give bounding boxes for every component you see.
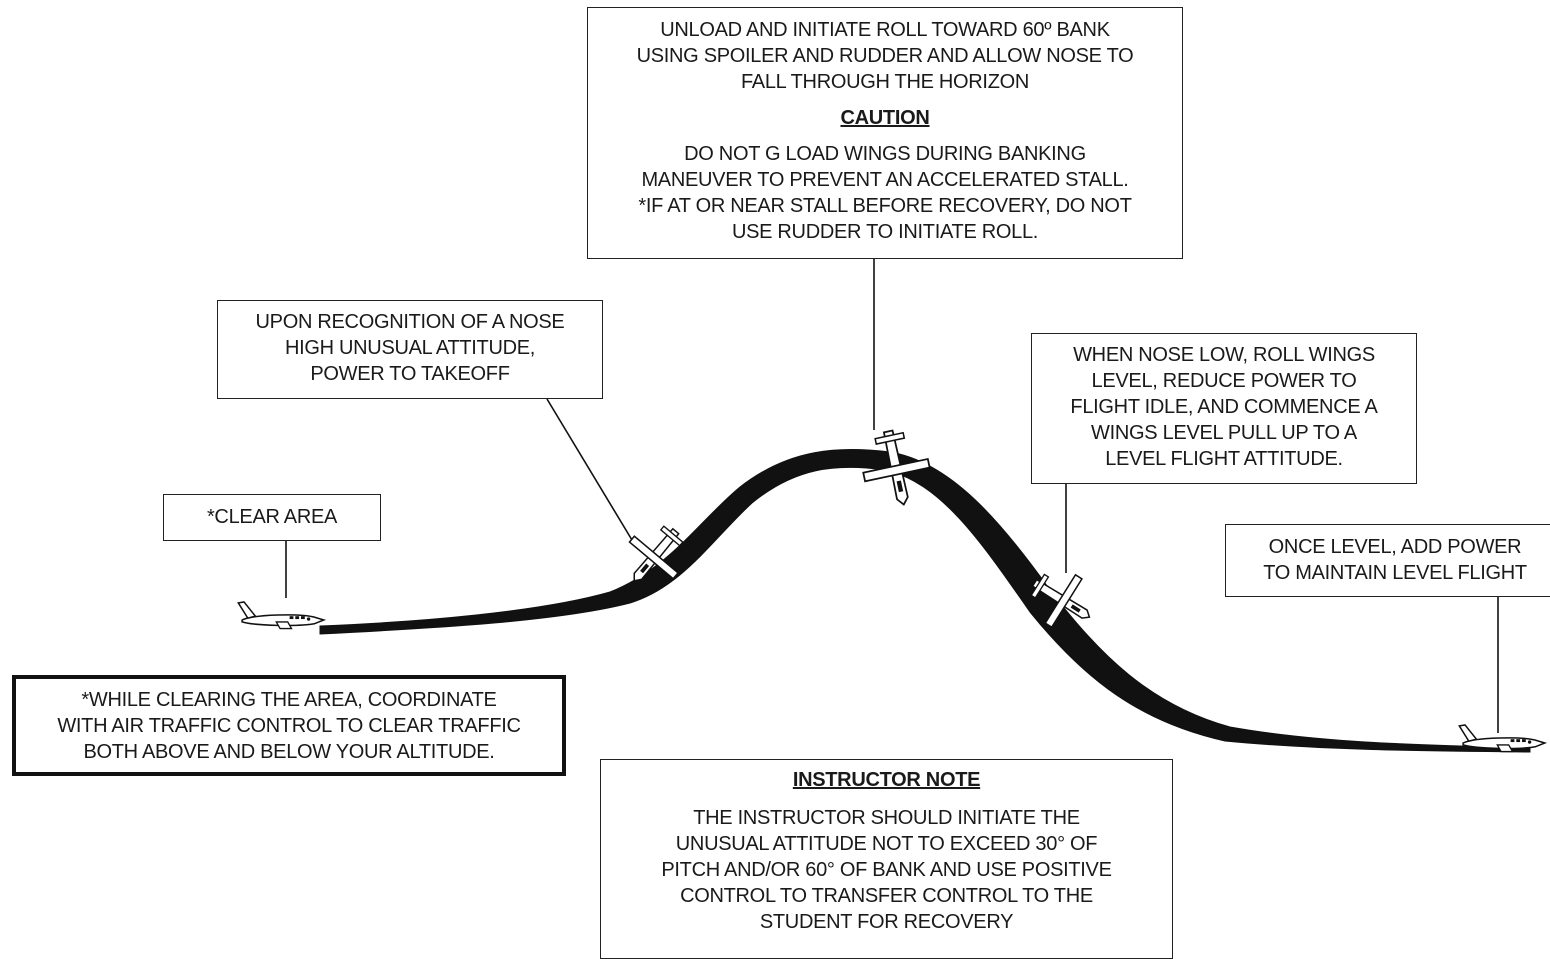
callout-nose-low-line: LEVEL FLIGHT ATTITUDE. (1105, 448, 1343, 470)
callout-roll-line: UNLOAD AND INITIATE ROLL TOWARD 60º BANK (660, 19, 1110, 41)
callout-instructor-note: INSTRUCTOR NOTE THE INSTRUCTOR SHOULD IN… (600, 759, 1173, 959)
callout-while-clearing-line: BOTH ABOVE AND BELOW YOUR ALTITUDE. (83, 741, 495, 763)
callout-roll-line: FALL THROUGH THE HORIZON (740, 71, 1030, 93)
callout-once-level-line: ONCE LEVEL, ADD POWER (1268, 536, 1522, 558)
caution-line: USE RUDDER TO INITIATE ROLL. (731, 221, 1039, 243)
callout-recognition-line: POWER TO TAKEOFF (310, 363, 510, 385)
caution-line: MANEUVER TO PREVENT AN ACCELERATED STALL… (641, 169, 1129, 191)
callout-recognition-line: UPON RECOGNITION OF A NOSE (255, 311, 565, 333)
callout-while-clearing-line: WITH AIR TRAFFIC CONTROL TO CLEAR TRAFFI… (57, 715, 521, 737)
caution-line: DO NOT G LOAD WINGS DURING BANKING (684, 143, 1086, 165)
callout-clear-area-line: *CLEAR AREA (206, 506, 338, 528)
callout-nose-low-line: LEVEL, REDUCE POWER TO (1091, 370, 1357, 392)
callout-nose-low-line: WINGS LEVEL PULL UP TO A (1091, 422, 1357, 444)
callout-once-level-line: TO MAINTAIN LEVEL FLIGHT (1263, 562, 1527, 584)
callout-recognition: UPON RECOGNITION OF A NOSE HIGH UNUSUAL … (217, 300, 603, 399)
callout-while-clearing: *WHILE CLEARING THE AREA, COORDINATE WIT… (12, 675, 566, 776)
callout-nose-low-line: FLIGHT IDLE, AND COMMENCE A (1070, 396, 1378, 418)
callout-while-clearing-line: *WHILE CLEARING THE AREA, COORDINATE (81, 689, 497, 711)
caution-heading: CAUTION (840, 107, 930, 129)
callout-nose-low: WHEN NOSE LOW, ROLL WINGS LEVEL, REDUCE … (1031, 333, 1417, 484)
callout-roll-line: USING SPOILER AND RUDDER AND ALLOW NOSE … (636, 45, 1134, 67)
instructor-note-line: PITCH AND/OR 60° OF BANK AND USE POSITIV… (661, 859, 1112, 881)
aircraft-start-icon (237, 601, 325, 630)
instructor-note-line: THE INSTRUCTOR SHOULD INITIATE THE (693, 807, 1080, 829)
instructor-note-line: UNUSUAL ATTITUDE NOT TO EXCEED 30° OF (675, 833, 1098, 855)
callout-clear-area: *CLEAR AREA (163, 494, 381, 541)
instructor-note-line: CONTROL TO TRANSFER CONTROL TO THE (680, 885, 1093, 907)
caution-line: *IF AT OR NEAR STALL BEFORE RECOVERY, DO… (638, 195, 1132, 217)
callout-roll: UNLOAD AND INITIATE ROLL TOWARD 60º BANK… (587, 7, 1183, 259)
instructor-note-heading: INSTRUCTOR NOTE (792, 769, 981, 791)
callout-recognition-line: HIGH UNUSUAL ATTITUDE, (284, 337, 536, 359)
callout-nose-low-line: WHEN NOSE LOW, ROLL WINGS (1073, 344, 1375, 366)
instructor-note-line: STUDENT FOR RECOVERY (759, 911, 1014, 933)
leader-recognition (546, 398, 636, 546)
callout-once-level: ONCE LEVEL, ADD POWER TO MAINTAIN LEVEL … (1225, 524, 1550, 597)
flight-path (319, 448, 1531, 753)
